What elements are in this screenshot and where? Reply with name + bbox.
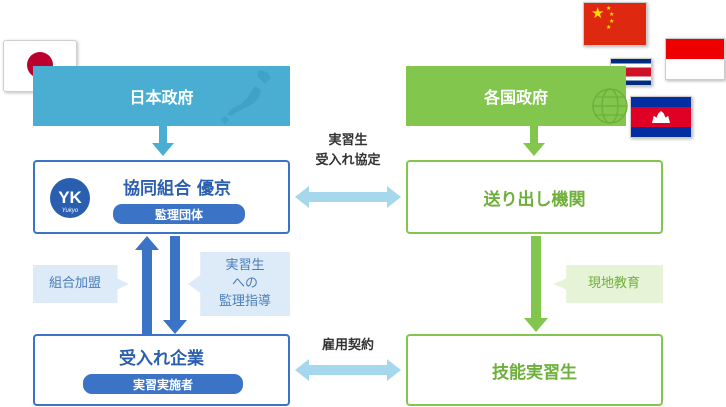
- company-name: 受入れ企業: [119, 349, 204, 369]
- foreign-government-band: 各国政府: [406, 66, 626, 126]
- union-role-badge: 監理団体: [113, 204, 245, 224]
- svg-text:Yukyo: Yukyo: [62, 208, 79, 214]
- china-flag-icon: ★ ★ ★ ★ ★: [583, 2, 647, 46]
- japan-government-label: 日本政府: [129, 88, 194, 107]
- trainee-box: 技能実習生: [406, 334, 663, 406]
- supervision-note: 実習生 への 監理指導: [188, 252, 290, 316]
- membership-label: 組合加盟: [48, 276, 101, 291]
- company-role-badge: 実習実施者: [83, 374, 243, 394]
- arrow-sending-to-trainee: [524, 236, 548, 332]
- japan-government-band: 日本政府: [33, 66, 290, 126]
- supervision-line1: 実習生: [225, 258, 265, 273]
- employment-double-arrow: [295, 359, 401, 381]
- union-name: 協同組合 優京: [123, 179, 231, 199]
- supervision-line3: 監理指導: [218, 294, 271, 309]
- local-education-note: 現地教育: [553, 265, 663, 303]
- sending-organization-box: 送り出し機関: [406, 160, 663, 234]
- indonesia-flag-icon: [665, 38, 725, 80]
- arrow-union-to-company: [163, 236, 187, 334]
- arrow-japan-gov-to-union: [152, 126, 174, 156]
- yukyo-logo-icon: YK Yukyo: [50, 178, 90, 218]
- supervising-union-box: YK Yukyo 協同組合 優京 監理団体: [33, 160, 290, 234]
- host-company-box: 受入れ企業 実習実施者: [33, 334, 290, 406]
- arrow-foreign-gov-to-sending: [523, 126, 545, 156]
- trainee-name: 技能実習生: [492, 362, 577, 383]
- membership-note: 組合加盟: [33, 265, 129, 303]
- agreement-line2: 受入れ協定: [315, 153, 381, 168]
- globe-icon: [592, 88, 628, 124]
- supervision-line2: への: [231, 276, 258, 291]
- agreement-double-arrow: [295, 186, 401, 208]
- employment-label: 雇用契約: [321, 338, 374, 353]
- svg-text:YK: YK: [58, 188, 82, 207]
- japan-map-icon: [221, 70, 271, 124]
- foreign-government-label: 各国政府: [483, 88, 548, 107]
- agreement-line1: 実習生: [328, 133, 368, 148]
- arrow-company-to-union: [135, 236, 159, 334]
- cambodia-flag-icon: [630, 96, 692, 138]
- sending-organization-name: 送り出し機関: [483, 189, 586, 210]
- agreement-label: 実習生 受入れ協定: [298, 131, 398, 171]
- local-education-label: 現地教育: [587, 276, 640, 291]
